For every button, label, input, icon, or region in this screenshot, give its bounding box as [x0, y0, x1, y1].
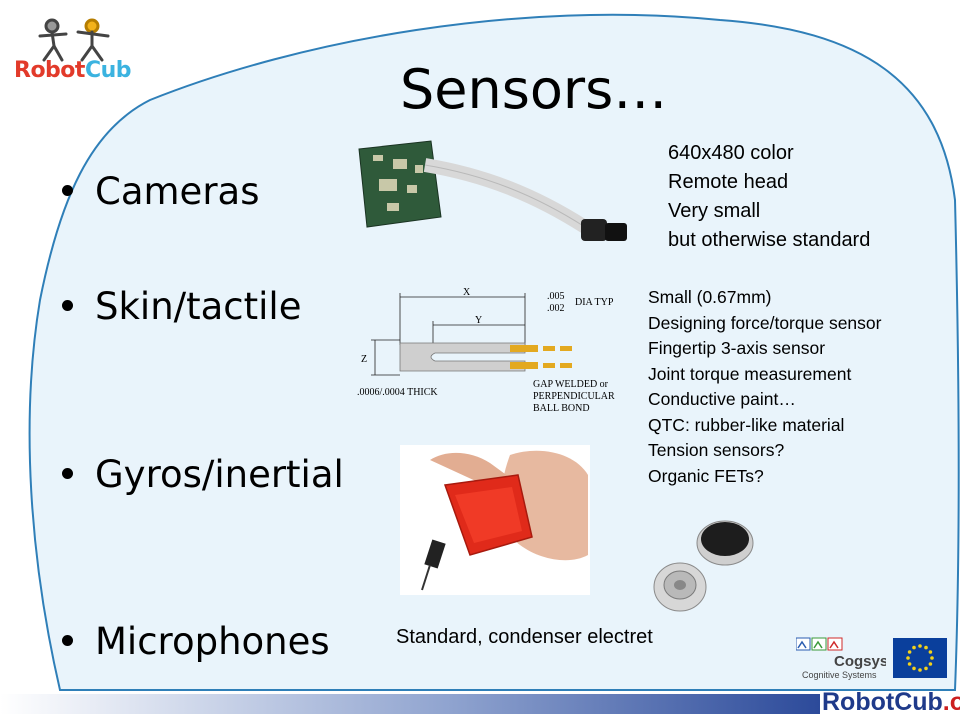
cogsys-subtitle: Cognitive Systems [802, 670, 877, 680]
bullet-label: Microphones [95, 620, 330, 663]
camera-note-line: Remote head [668, 171, 789, 193]
bullet-microphones: Microphones [62, 620, 330, 663]
diagram-y-label: Y [475, 315, 482, 326]
diagram-x-label: X [463, 287, 471, 298]
cogsys-logo: Cogsys Cognitive Systems [796, 637, 886, 680]
camera-note-line: but otherwise standard [668, 229, 871, 251]
slide-title: Sensors… [400, 58, 668, 121]
skin-note-line: Designing force/torque sensor [648, 312, 882, 333]
footer-gradient-bar [0, 694, 820, 714]
bullet-label: Gyros/inertial [95, 453, 344, 496]
bullet-skin: Skin/tactile [62, 285, 301, 328]
camera-notes: 640x480 color Remote head Very small but… [668, 139, 870, 255]
diagram-dim2-label: .002 [547, 303, 565, 314]
eu-flag-icon [893, 638, 947, 678]
skin-note-line: Tension sensors? [648, 440, 785, 460]
skin-note-line: Conductive paint… [648, 389, 796, 409]
bullet-gyros: Gyros/inertial [62, 453, 344, 496]
bullet-label: Cameras [95, 170, 260, 213]
skin-notes: Small (0.67mm) Designing force/torque se… [648, 285, 881, 489]
camera-note-line: Very small [668, 200, 761, 222]
diagram-gap-label: GAP WELDED or [533, 379, 609, 390]
bullet-dot [62, 468, 73, 479]
microphone-image [653, 520, 754, 612]
gyro-sensor-image [400, 445, 590, 595]
diagram-dim-label: .005 [547, 291, 565, 302]
bullet-cameras: Cameras [62, 170, 259, 213]
tactile-sensor-diagram: X Y Z .005 .002 DIA TYP .0006/.0004 THIC… [357, 287, 615, 414]
diagram-gap-label: BALL BOND [533, 403, 590, 414]
diagram-gap-label: PERPENDICULAR [533, 391, 615, 402]
footer-brand: RobotCub.org [822, 688, 960, 717]
skin-note-line: Fingertip 3-axis sensor [648, 338, 826, 358]
skin-note-line: QTC: rubber-like material [648, 414, 845, 435]
robotcub-logo [38, 18, 110, 62]
logo-wordmark-robot: Robot [14, 58, 85, 83]
bullet-dot [62, 635, 73, 646]
bullet-label: Skin/tactile [95, 285, 302, 328]
diagram-dia-label: DIA TYP [575, 297, 614, 308]
bullet-dot [62, 185, 73, 196]
cogsys-name: Cogsys [834, 653, 886, 670]
microphone-note: Standard, condenser electret [396, 626, 653, 648]
camera-board-image [358, 140, 627, 241]
skin-note-line: Joint torque measurement [648, 363, 852, 384]
footer-brand-name: RobotCub [822, 688, 943, 716]
diagram-z-label: Z [361, 354, 367, 365]
skin-note-line: Small (0.67mm) [648, 287, 772, 307]
footer-brand-suffix: .org [942, 688, 960, 716]
logo-wordmark-cub: Cub [84, 58, 132, 83]
skin-note-line: Organic FETs? [648, 465, 764, 486]
bullet-dot [62, 300, 73, 311]
logo-wordmark: RobotCub [14, 58, 132, 83]
camera-note-line: 640x480 color [668, 142, 794, 164]
diagram-thick-label: .0006/.0004 THICK [357, 387, 438, 398]
